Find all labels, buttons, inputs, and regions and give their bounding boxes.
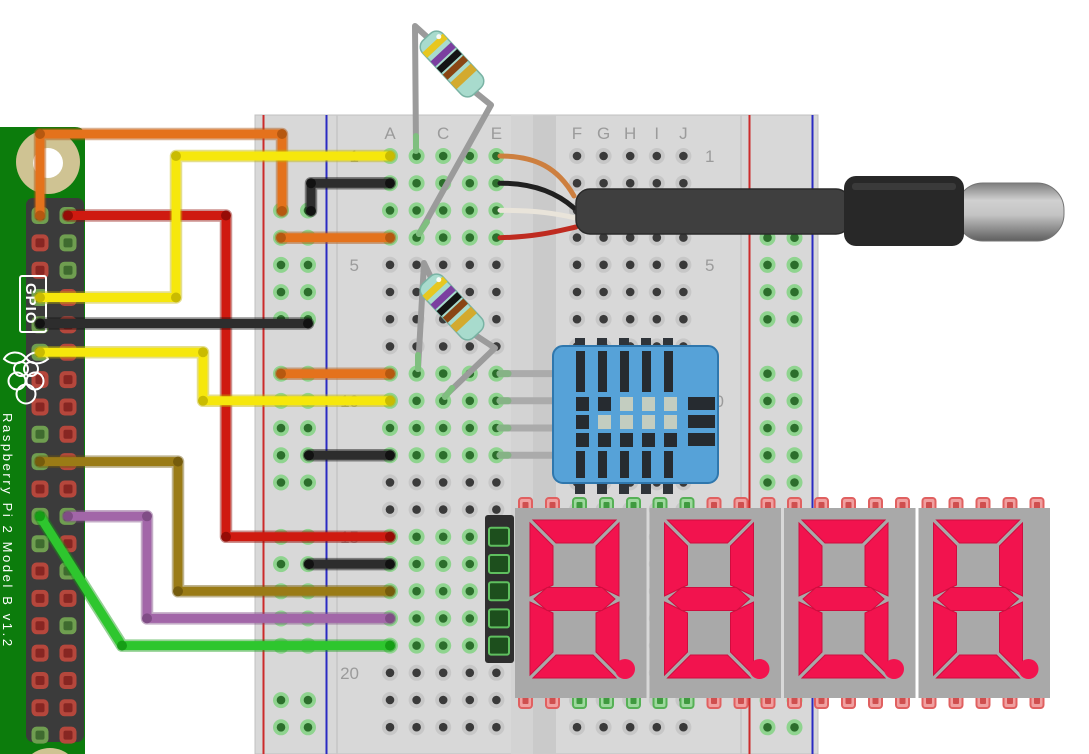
column-label-H: H <box>624 124 636 143</box>
wire-purple[interactable] <box>61 510 397 625</box>
jumper-wires[interactable] <box>33 127 397 652</box>
wire-green[interactable] <box>33 510 397 652</box>
resistor-2[interactable] <box>415 260 498 400</box>
raspberry-pi-board[interactable] <box>0 127 85 754</box>
dht11-sensor[interactable] <box>496 338 719 494</box>
column-label-G: G <box>597 124 610 143</box>
resistors[interactable] <box>412 23 498 400</box>
row-number-right-1: 1 <box>705 147 714 166</box>
column-label-A: A <box>384 124 396 143</box>
wire-black-3[interactable] <box>302 449 397 462</box>
wire-black-4[interactable] <box>302 557 397 571</box>
column-label-J: J <box>679 124 688 143</box>
wire-orange-2[interactable] <box>274 231 397 244</box>
wire-yellow-1[interactable] <box>33 149 397 304</box>
gpio-label: GPIO <box>22 283 39 325</box>
wire-red[interactable] <box>61 209 397 544</box>
wire-black-1[interactable] <box>304 176 397 218</box>
wire-orange-1[interactable] <box>33 127 289 222</box>
probe-lead-white[interactable] <box>497 207 579 221</box>
column-label-C: C <box>437 124 449 143</box>
raspberry-logo <box>2 351 50 405</box>
wire-orange-3[interactable] <box>274 367 397 380</box>
row-number-left-5: 5 <box>350 256 359 275</box>
seven-segment-digit-3[interactable] <box>784 497 916 709</box>
wire-yellow-2[interactable] <box>33 345 397 408</box>
probe-lead-orange[interactable] <box>497 153 577 199</box>
column-label-E: E <box>491 124 502 143</box>
column-label-F: F <box>572 124 582 143</box>
display-pin-header[interactable] <box>485 515 514 663</box>
seven-segment-display[interactable] <box>515 497 1051 709</box>
seven-segment-digit-1[interactable] <box>515 497 647 709</box>
gpio-label-box <box>19 275 47 333</box>
probe-lead-black[interactable] <box>497 180 577 211</box>
column-label-I: I <box>654 124 659 143</box>
pi-model-label: Raspberry Pi 2 Model B v1.2 <box>0 413 15 649</box>
seven-segment-digit-4[interactable] <box>918 497 1051 709</box>
probe-lead-red[interactable] <box>497 224 579 241</box>
resistor-1[interactable] <box>412 23 494 237</box>
seven-segment-digit-2[interactable] <box>649 497 782 709</box>
wire-brown[interactable] <box>33 455 397 598</box>
wire-black-2[interactable] <box>33 317 315 330</box>
row-number-right-5: 5 <box>705 256 714 275</box>
row-number-left-20: 20 <box>340 664 359 683</box>
temperature-probe[interactable] <box>497 153 1065 246</box>
raspberry-pi-silkscreen: GPIO Raspberry Pi 2 Model B v1.2 <box>0 275 50 649</box>
